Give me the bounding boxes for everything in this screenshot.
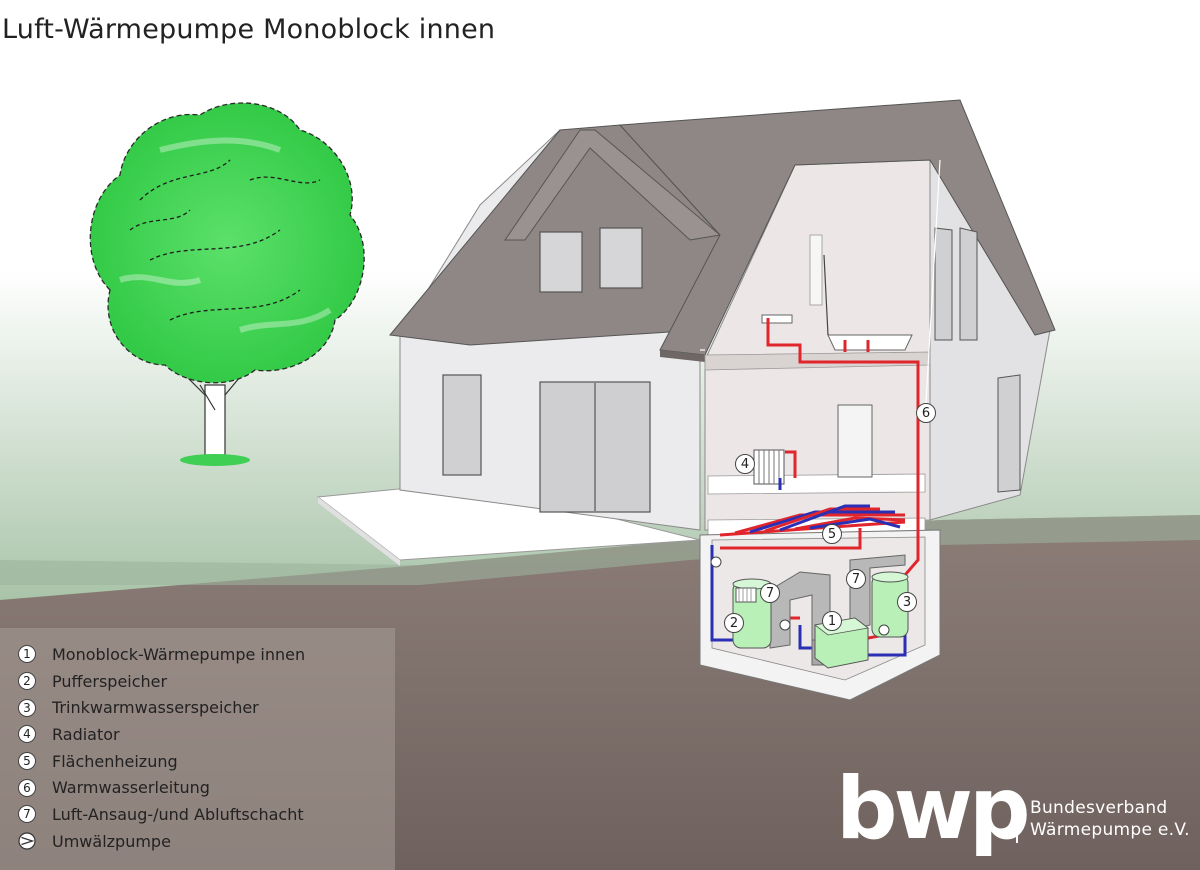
- interior-door: [837, 404, 873, 478]
- legend-label: Warmwasserleitung: [52, 778, 210, 798]
- tree-trunk: [204, 384, 226, 456]
- bwp-logo-icon: bwp: [836, 759, 1031, 859]
- legend-number: 5: [18, 752, 36, 771]
- callout-7b: 7: [846, 569, 866, 589]
- legend-label: Trinkwarmwasserspeicher: [52, 698, 259, 718]
- legend-number: 3: [18, 698, 36, 717]
- window-right-b: [959, 227, 978, 341]
- legend-label: Umwälzpumpe: [52, 831, 171, 851]
- circulation-pump-icon: [18, 832, 36, 850]
- legend-label: Luft-Ansaug-/und Abluftschacht: [52, 804, 304, 824]
- callout-7a: 7: [760, 583, 780, 603]
- callout-4: 4: [735, 454, 755, 474]
- window-upper-left: [539, 231, 583, 293]
- legend: 1 Monoblock-Wärmepumpe innen 2 Pufferspeic…: [18, 641, 305, 855]
- roof-main: [618, 99, 1056, 356]
- tree-crown: [89, 102, 365, 384]
- logo-divider: [1016, 797, 1018, 843]
- leader-lines: [700, 159, 941, 421]
- tree-roots: [180, 454, 250, 466]
- bathtub: [827, 334, 913, 351]
- window-right-a: [934, 227, 953, 341]
- logo-org-line1: Bundesverband: [1030, 798, 1168, 818]
- logo-org-line2: Wärmepumpe e.V.: [1030, 820, 1190, 840]
- legend-item: 7 Luft-Ansaug-/und Abluftschacht: [18, 801, 305, 828]
- legend-item: 1 Monoblock-Wärmepumpe innen: [18, 641, 305, 668]
- floor-heating-coils: [719, 504, 906, 537]
- tree-illustration: [89, 102, 365, 466]
- legend-item: Umwälzpumpe: [18, 828, 305, 855]
- legend-item: 3 Trinkwarmwasserspeicher: [18, 694, 305, 721]
- callout-1: 1: [822, 611, 842, 631]
- legend-number: 7: [18, 805, 36, 824]
- legend-label: Pufferspeicher: [52, 671, 168, 691]
- legend-label: Monoblock-Wärmepumpe innen: [52, 644, 306, 664]
- legend-label: Radiator: [52, 724, 120, 744]
- legend-label: Flächenheizung: [52, 751, 178, 771]
- callout-3: 3: [897, 592, 917, 612]
- roof-dormer: [504, 129, 722, 241]
- logo-organization: Bundesverband Wärmepumpe e.V.: [1030, 797, 1190, 841]
- window-upper-right: [599, 227, 643, 289]
- circulation-pump-icon: [710, 556, 890, 636]
- legend-item: 6 Warmwasserleitung: [18, 774, 305, 801]
- window-right-c: [997, 374, 1021, 493]
- legend-number: 1: [18, 645, 36, 664]
- page-title: Luft-Wärmepumpe Monoblock innen: [2, 14, 496, 45]
- washbasin: [761, 314, 793, 324]
- legend-item: 4 Radiator: [18, 721, 305, 748]
- legend-number: 6: [18, 778, 36, 797]
- floor-middle: [707, 473, 926, 495]
- window-left: [442, 374, 482, 476]
- legend-backdrop: [0, 628, 395, 870]
- legend-number: 2: [18, 672, 36, 691]
- callout-6: 6: [916, 403, 936, 423]
- legend-item: 2 Pufferspeicher: [18, 668, 305, 695]
- legend-number: 4: [18, 725, 36, 744]
- callout-5: 5: [822, 524, 842, 544]
- legend-item: 5 Flächenheizung: [18, 748, 305, 775]
- callout-2: 2: [724, 613, 744, 633]
